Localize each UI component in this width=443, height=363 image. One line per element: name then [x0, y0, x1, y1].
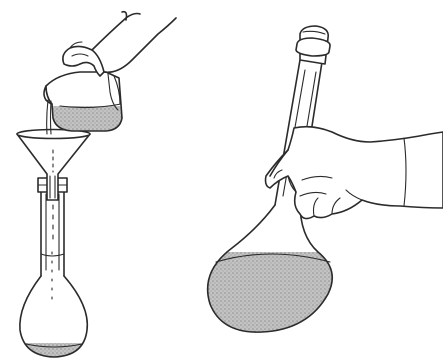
flask-liquid-right — [200, 252, 350, 352]
hand-pouring — [63, 12, 176, 110]
right-panel-mixing — [200, 26, 443, 352]
volumetric-flask-left — [14, 178, 94, 363]
hand-holding-flask — [266, 127, 443, 219]
left-panel-pouring — [14, 12, 176, 363]
